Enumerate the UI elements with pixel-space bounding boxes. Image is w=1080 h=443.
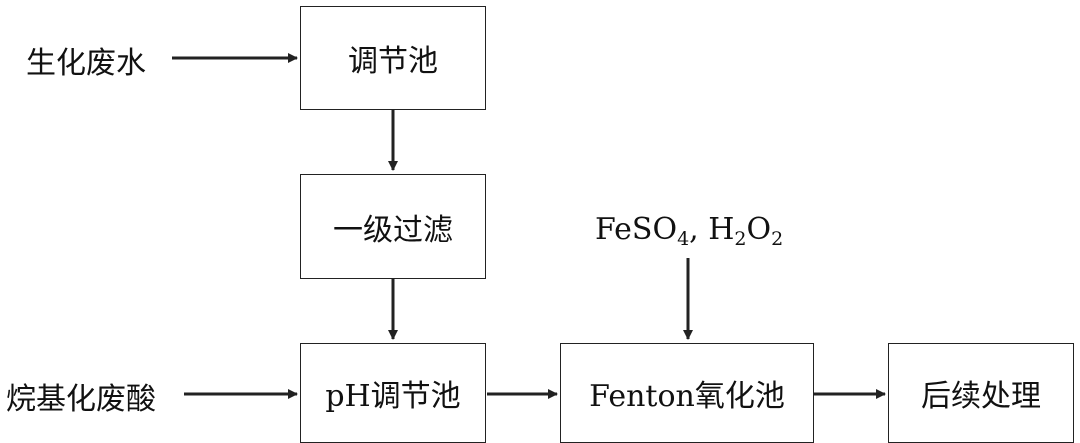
post-treatment-box: 后续处理 <box>888 343 1074 443</box>
fenton-tank-box: Fenton氧化池 <box>560 343 814 443</box>
input-biochemical-wastewater: 生化废水 <box>26 46 146 81</box>
flow-arrows <box>172 53 886 399</box>
ph-adjust-tank-box: pH调节池 <box>300 343 486 443</box>
post-treatment-label: 后续处理 <box>921 379 1041 414</box>
reagents-label: FeSO4, H2O2 <box>595 212 784 250</box>
primary-filter-box: 一级过滤 <box>300 174 486 279</box>
adjust-tank-label: 调节池 <box>348 44 438 79</box>
input-alkyl-waste-acid: 烷基化废酸 <box>6 382 156 417</box>
ph-adjust-tank-label: pH调节池 <box>325 379 461 414</box>
primary-filter-label: 一级过滤 <box>333 212 453 248</box>
fenton-tank-label: Fenton氧化池 <box>589 379 785 414</box>
adjust-tank-box: 调节池 <box>300 6 486 110</box>
